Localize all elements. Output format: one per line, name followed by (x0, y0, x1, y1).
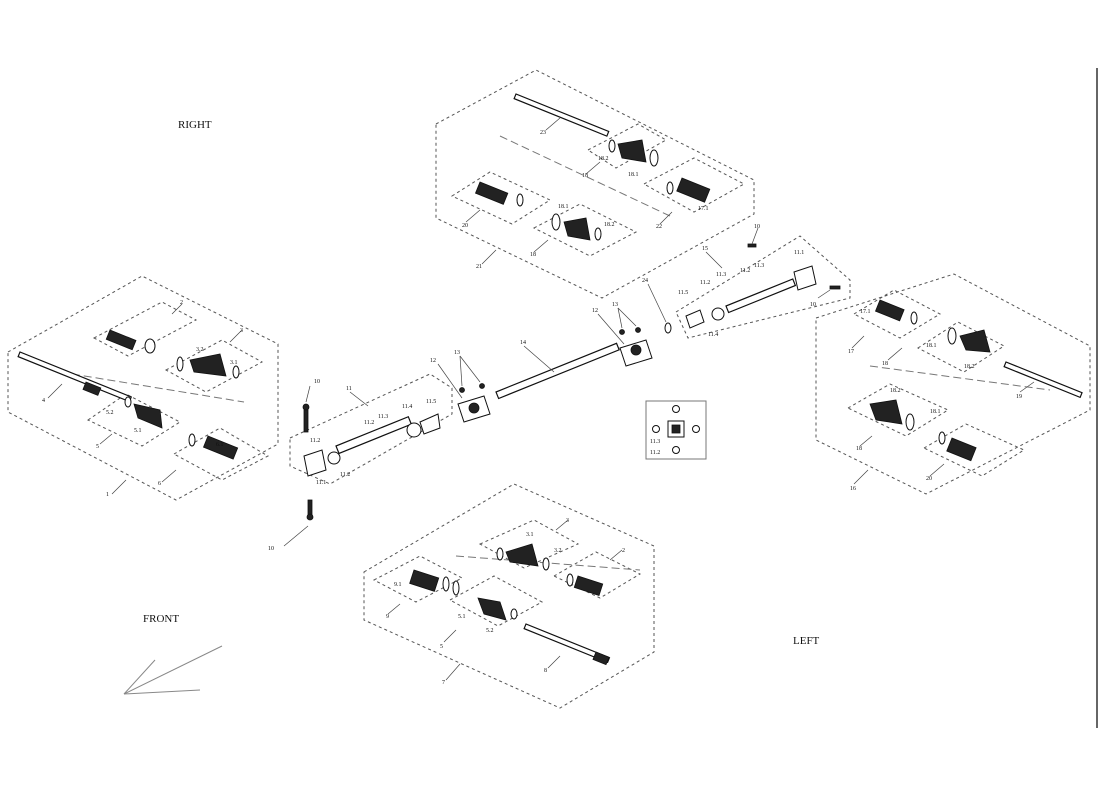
svg-text:18.1: 18.1 (558, 204, 569, 210)
svg-text:10: 10 (754, 224, 760, 230)
svg-text:11: 11 (346, 386, 352, 392)
svg-text:18.1: 18.1 (926, 343, 937, 349)
group-front-propeller-callouts: 10 10 11 11.1 11.2 11.2 11.2 11.3 11.4 1… (268, 379, 436, 552)
svg-text:6: 6 (158, 481, 161, 487)
svg-text:11.4: 11.4 (708, 332, 718, 338)
svg-text:11.3: 11.3 (754, 263, 764, 269)
svg-text:23: 23 (540, 130, 546, 136)
svg-text:11.1: 11.1 (316, 480, 326, 486)
svg-text:12: 12 (430, 358, 436, 364)
svg-text:3: 3 (240, 328, 243, 334)
group-rear-propeller-callouts: 15 11.5 11.2 11.3 11.4 11.2 11.3 11.1 10… (678, 224, 831, 338)
group-front-right-callouts: 1 2 3 3.1 3.2 4 5 5.1 5.2 6 6.1 (42, 300, 243, 498)
group-center-shaft (457, 322, 672, 423)
svg-text:11.5: 11.5 (678, 290, 688, 296)
svg-text:22: 22 (656, 224, 662, 230)
svg-text:9.1: 9.1 (394, 582, 402, 588)
label-right: RIGHT (178, 119, 212, 131)
svg-text:18.2: 18.2 (598, 156, 609, 162)
svg-text:16: 16 (850, 486, 856, 492)
svg-text:1: 1 (106, 492, 109, 498)
svg-text:18.2: 18.2 (964, 364, 975, 370)
group-rear-right-axle (435, 69, 755, 299)
svg-text:21: 21 (476, 264, 482, 270)
svg-text:12: 12 (592, 308, 598, 314)
svg-text:3.1: 3.1 (526, 532, 534, 538)
svg-text:18.1: 18.1 (628, 172, 639, 178)
svg-text:10: 10 (810, 302, 816, 308)
svg-text:11.5: 11.5 (426, 399, 436, 405)
svg-text:10: 10 (268, 546, 274, 552)
svg-text:3.1: 3.1 (230, 360, 238, 366)
group-front-right-axle (7, 275, 279, 501)
svg-text:5.1: 5.1 (458, 614, 466, 620)
svg-text:5.2: 5.2 (106, 410, 114, 416)
svg-text:24: 24 (642, 278, 648, 284)
svg-text:20: 20 (462, 223, 468, 229)
group-front-left-callouts: 7 2 3 3.1 3.2 8 5 5.1 5.2 9 9.1 (386, 518, 625, 686)
svg-text:13: 13 (454, 350, 460, 356)
svg-text:11.2: 11.2 (340, 472, 350, 478)
svg-text:11.2: 11.2 (700, 280, 710, 286)
svg-text:10: 10 (314, 379, 320, 385)
svg-text:18.2: 18.2 (890, 388, 901, 394)
svg-text:2: 2 (180, 300, 183, 306)
svg-text:6.1: 6.1 (216, 442, 224, 448)
svg-text:9: 9 (386, 614, 389, 620)
svg-text:5.2: 5.2 (486, 628, 494, 634)
svg-text:11.4: 11.4 (402, 404, 412, 410)
svg-text:3.2: 3.2 (554, 548, 562, 554)
svg-text:18: 18 (856, 446, 862, 452)
svg-text:8: 8 (544, 668, 547, 674)
group-rear-propeller-shaft (675, 235, 851, 339)
svg-text:5.1: 5.1 (134, 428, 142, 434)
svg-text:11.2: 11.2 (310, 438, 320, 444)
svg-text:18: 18 (582, 173, 588, 179)
svg-text:11.1: 11.1 (794, 250, 804, 256)
svg-text:11.2: 11.2 (364, 420, 374, 426)
front-direction-arrow (123, 645, 223, 695)
svg-text:3: 3 (566, 518, 569, 524)
svg-text:17.1: 17.1 (860, 309, 871, 315)
svg-text:18: 18 (530, 252, 536, 258)
label-left: LEFT (793, 635, 820, 647)
svg-text:14: 14 (520, 340, 526, 346)
svg-text:11.3: 11.3 (716, 272, 726, 278)
svg-text:19: 19 (1016, 394, 1022, 400)
svg-text:5: 5 (440, 644, 443, 650)
group-rear-right-callouts: 21 23 18 18.2 18.1 22 17.1 20 18 18.1 18… (462, 117, 709, 270)
group-rear-left-axle (815, 273, 1091, 495)
svg-text:11.2: 11.2 (650, 450, 660, 456)
svg-text:18.1: 18.1 (930, 409, 941, 415)
svg-text:11.2: 11.2 (740, 268, 750, 274)
svg-text:2: 2 (622, 548, 625, 554)
svg-text:4: 4 (42, 398, 45, 404)
group-front-left-axle (363, 483, 655, 709)
group-front-propeller-shaft (289, 373, 453, 521)
svg-text:17: 17 (848, 349, 854, 355)
svg-text:3.2: 3.2 (196, 347, 204, 353)
svg-text:7: 7 (442, 680, 445, 686)
svg-text:5: 5 (96, 444, 99, 450)
svg-text:13: 13 (612, 302, 618, 308)
svg-text:18.2: 18.2 (604, 222, 615, 228)
svg-text:11.3: 11.3 (378, 414, 388, 420)
group-center-callouts: 12 13 14 12 13 24 (430, 278, 667, 399)
svg-text:11.3: 11.3 (650, 439, 660, 445)
universal-joint-detail: 11.3 11.2 (645, 400, 707, 460)
group-rear-left-callouts: 16 17 17.1 18 18.1 18.2 19 18 18.2 18.1 … (848, 309, 1035, 492)
label-front: FRONT (143, 613, 179, 625)
svg-text:15: 15 (702, 246, 708, 252)
svg-text:20: 20 (926, 476, 932, 482)
svg-text:17.1: 17.1 (698, 206, 709, 212)
svg-text:18: 18 (882, 361, 888, 367)
